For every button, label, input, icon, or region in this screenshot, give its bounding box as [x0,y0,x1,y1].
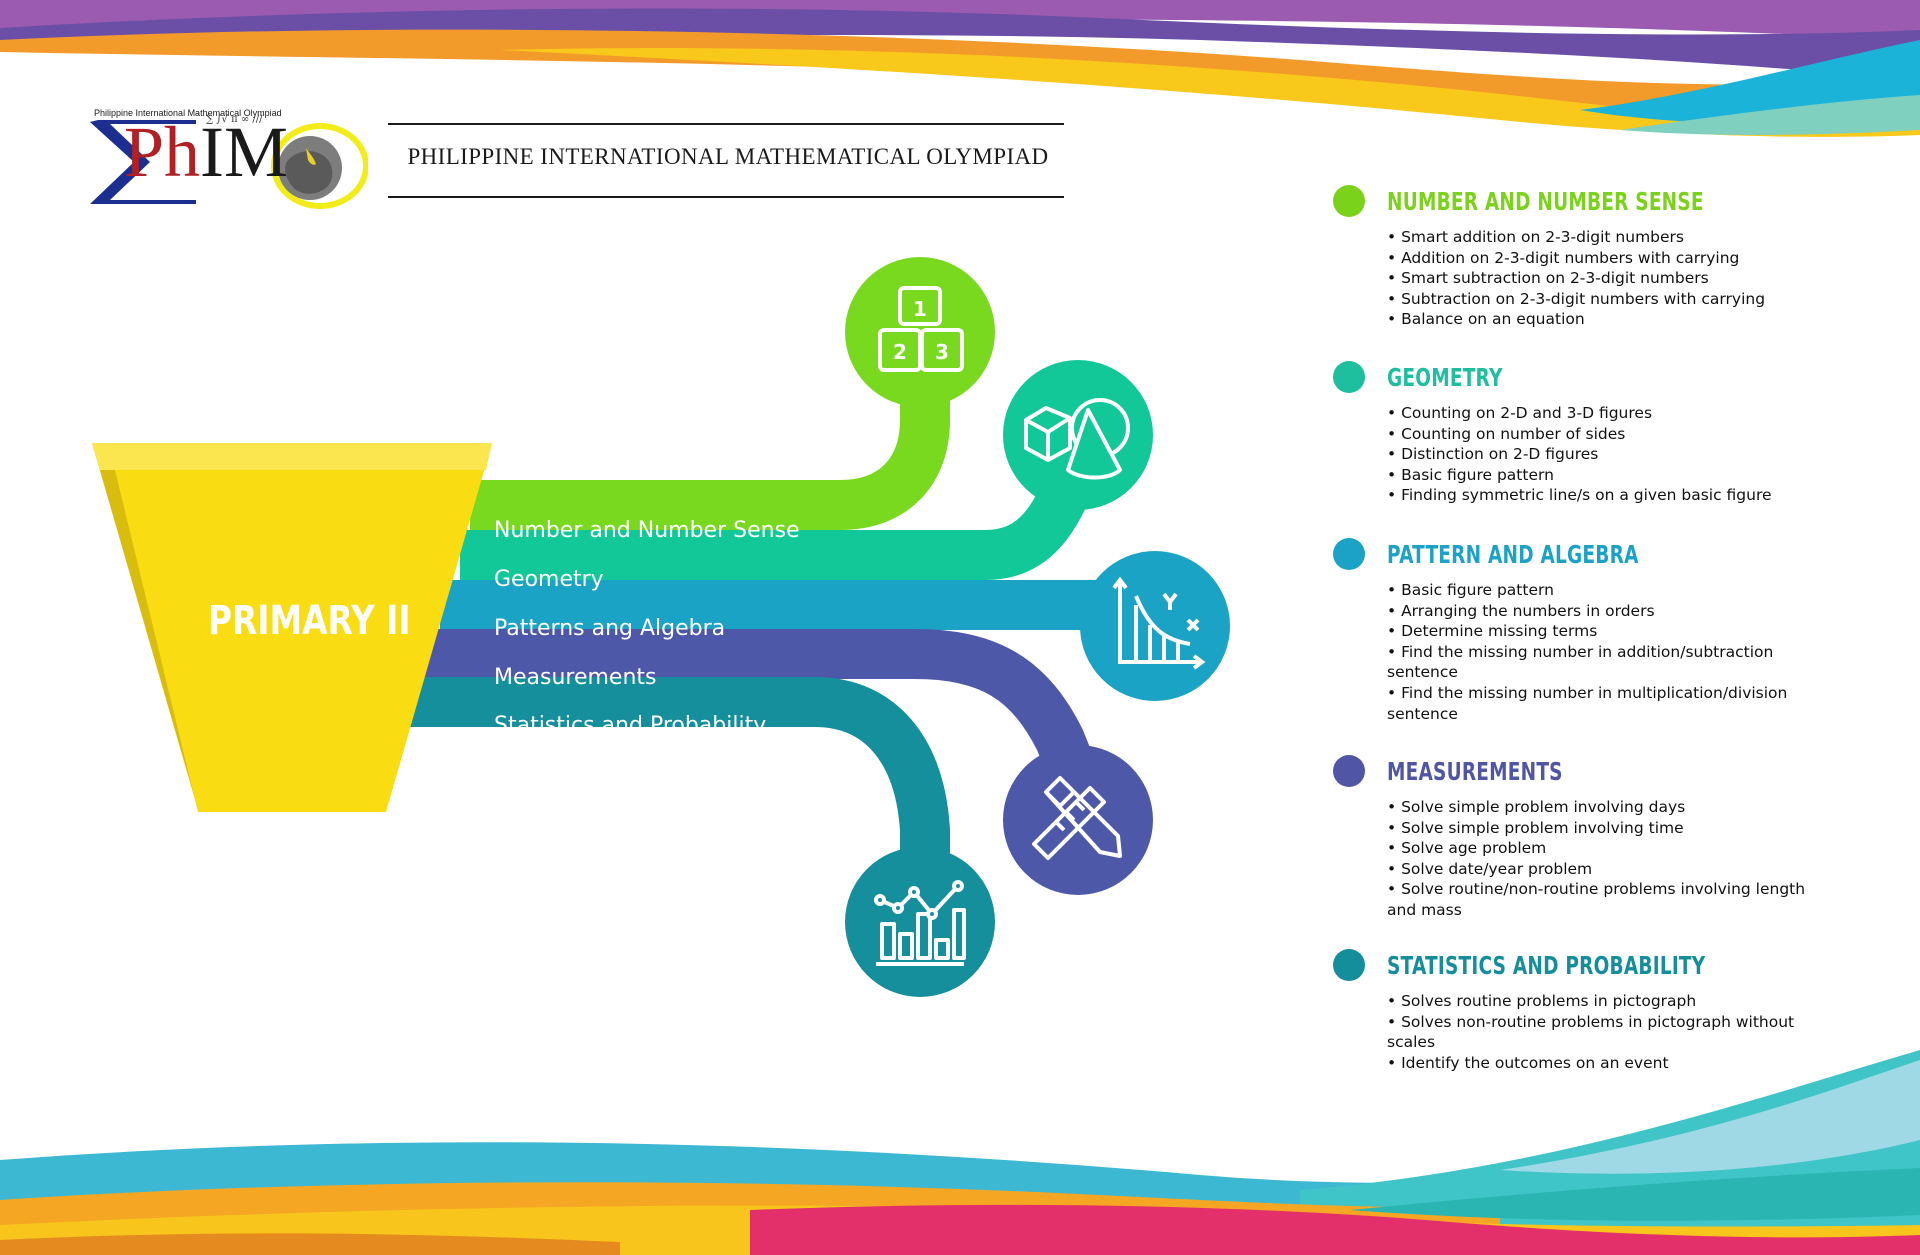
logo-caption: Philippine International Mathematical Ol… [94,108,282,118]
band-label-statistics: Statistics and Probability [494,713,767,738]
list-item: • Identify the outcomes on an event [1387,1053,1669,1072]
list-item: • Find the missing number in multiplicat… [1387,683,1788,723]
svg-text:1: 1 [913,297,927,321]
topic-heading: STATISTICS AND PROBABILITY [1387,951,1706,980]
bar-line-chart-icon [874,880,966,966]
band-statistics-stem [400,677,950,875]
funnel-front [115,443,492,812]
list-item: • Find the missing number in addition/su… [1387,642,1774,682]
list-item: • Basic figure pattern [1387,581,1554,599]
graph-axes-icon [1112,576,1206,670]
list-item: • Solve simple problem involving days [1387,798,1686,816]
band-label-number-sense: Number and Number Sense [494,518,800,543]
svg-text:2: 2 [893,340,907,364]
list-item: • Solve routine/non-routine problems inv… [1387,880,1806,919]
band-measurements-stem [420,629,1094,775]
topic-dot [1333,538,1365,570]
logo-im: IM [200,112,288,192]
topic-dot [1333,361,1365,393]
topic-heading: NUMBER AND NUMBER SENSE [1387,187,1704,216]
topic-list: • Smart addition on 2-3-digit numbers • … [1387,227,1807,330]
list-item: • Distinction on 2-D figures [1387,445,1599,464]
topic-dot [1333,185,1365,217]
list-item: • Counting on 2-D and 3-D figures [1387,404,1653,422]
number-blocks-icon: 1 2 3 [878,286,964,372]
topic-dot [1333,755,1365,787]
topic-list: • Solve simple problem involving days • … [1387,797,1807,921]
list-item: • Subtraction on 2-3-digit numbers with … [1387,289,1766,308]
list-item: • Smart subtraction on 2-3-digit numbers [1387,269,1709,288]
ruler-pencil-icon [1032,776,1122,860]
title-rule-top [388,123,1064,125]
topic-list: • Solves routine problems in pictograph … [1387,991,1807,1073]
circle-measurements [1003,745,1153,895]
list-item: • Arranging the numbers in orders [1387,601,1655,620]
list-item: • Determine missing terms [1387,622,1598,641]
band-label-measurements: Measurements [494,665,657,690]
list-item: • Smart addition on 2-3-digit numbers [1387,228,1684,246]
funnel-top [92,443,492,470]
topic-heading: GEOMETRY [1387,363,1503,392]
list-item: • Solve date/year problem [1387,859,1593,878]
band-label-geometry: Geometry [494,567,604,592]
list-item: • Counting on number of sides [1387,424,1626,443]
topic-dot [1333,949,1365,981]
list-item: • Solves routine problems in pictograph [1387,992,1697,1010]
level-title: PRIMARY II [208,598,411,644]
page-title: PHILIPPINE INTERNATIONAL MATHEMATICAL OL… [407,144,1049,169]
topic-list: • Counting on 2-D and 3-D figures • Coun… [1387,403,1807,506]
title-rule-bottom [388,196,1064,198]
svg-text:3: 3 [935,340,949,364]
list-item: • Finding symmetric line/s on a given ba… [1387,486,1772,505]
logo-formula: ∑ ∫√ π ∞ ∕∕∕ [206,114,263,125]
list-item: • Solve simple problem involving time [1387,818,1684,837]
list-item: • Solves non-routine problems in pictogr… [1387,1012,1795,1052]
globe-icon [271,123,368,209]
band-label-patterns: Patterns ang Algebra [494,616,726,641]
list-item: • Addition on 2-3-digit numbers with car… [1387,248,1740,267]
logo-ph: Ph [124,112,201,192]
cube-cone-icon [1024,398,1130,480]
topic-list: • Basic figure pattern • Arranging the n… [1387,580,1807,724]
sigma-icon [90,120,196,204]
list-item: • Solve age problem [1387,839,1547,858]
band-number-sense-stem [470,325,950,530]
phimo-logo: Philippine International Mathematical Ol… [88,108,388,218]
topic-heading: PATTERN AND ALGEBRA [1387,540,1639,569]
topic-heading: MEASUREMENTS [1387,757,1563,786]
list-item: • Basic figure pattern [1387,465,1554,484]
list-item: • Balance on an equation [1387,310,1585,329]
